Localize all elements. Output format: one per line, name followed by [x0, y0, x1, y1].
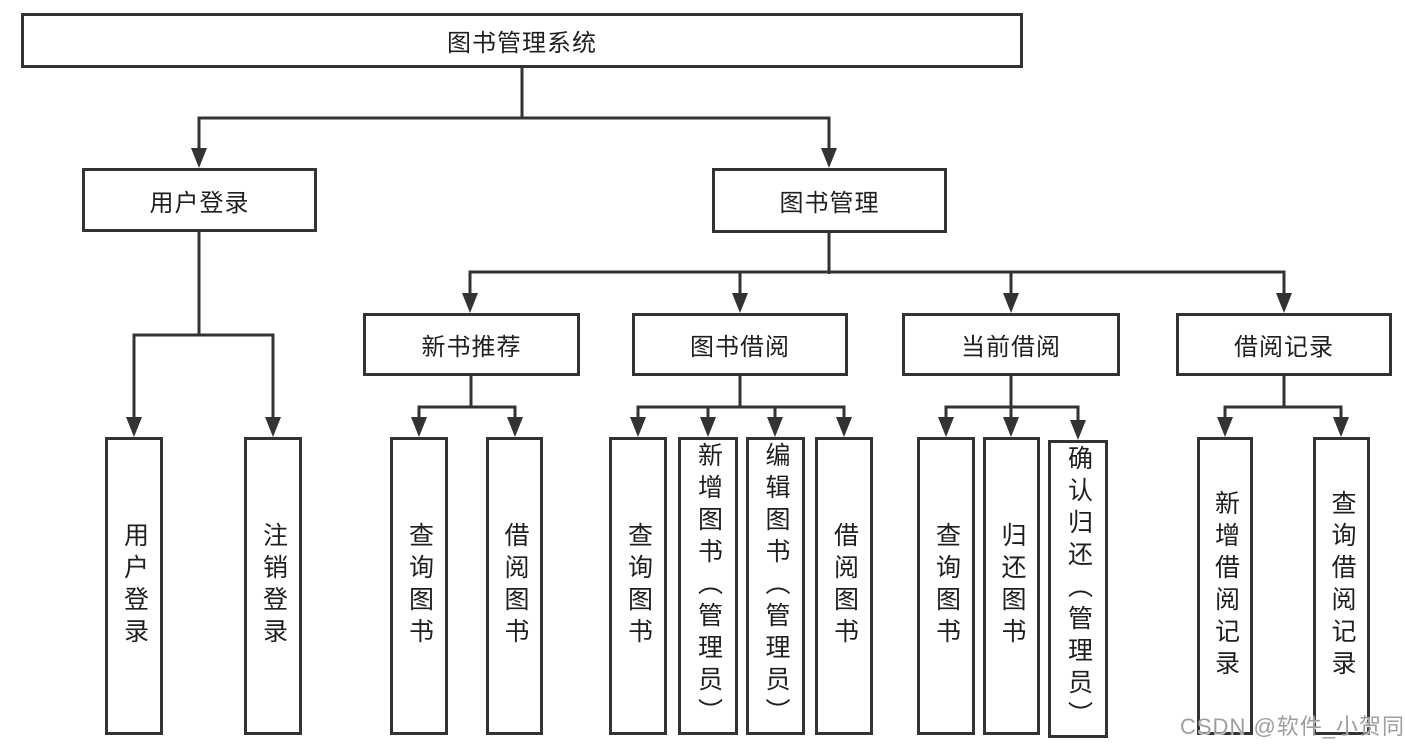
leaf-logout: 注销登录 [244, 437, 302, 735]
arrowhead [411, 417, 427, 437]
watermark: CSDN @软件_小贺同学 [1180, 714, 1405, 739]
arrowhead [265, 417, 281, 437]
node-label: 图书管理 [779, 190, 880, 217]
leaf-label: 归还图书 [998, 522, 1026, 650]
leaf-query-books-borrow: 查询图书 [609, 437, 667, 735]
leaf-confirm-return-admin: 确认归还（管理员） [1048, 440, 1108, 738]
arrowhead [1276, 293, 1292, 313]
leaf-return-books: 归还图书 [983, 437, 1040, 735]
arrowhead [1003, 417, 1019, 437]
arrowhead [836, 417, 852, 437]
leaf-add-borrow-record: 新增借阅记录 [1197, 437, 1253, 735]
leaf-query-books-recommend: 查询图书 [390, 437, 448, 735]
arrowhead [767, 417, 783, 437]
node-current-borrow: 当前借阅 [902, 313, 1120, 376]
leaf-label: 查询图书 [405, 522, 434, 650]
leaf-label: 查询图书 [624, 522, 653, 650]
node-new-book-recommend: 新书推荐 [363, 313, 580, 376]
leaf-label: 借阅图书 [501, 522, 529, 650]
connector-bookborrow-branch [636, 405, 846, 419]
arrowhead [462, 293, 478, 313]
node-label: 用户登录 [149, 189, 250, 217]
leaf-query-books-current: 查询图书 [917, 437, 975, 735]
arrowhead [630, 417, 646, 437]
leaf-edit-books-admin: 编辑图书（管理员） [746, 437, 805, 735]
leaf-label: 借阅图书 [830, 522, 859, 650]
node-label: 借阅记录 [1234, 334, 1334, 361]
arrowhead [1333, 417, 1349, 437]
arrowhead [700, 417, 716, 437]
leaf-user-login: 用户登录 [105, 437, 163, 735]
arrowhead [507, 417, 523, 437]
node-label: 图书借阅 [690, 334, 790, 361]
node-book-management: 图书管理 [712, 168, 947, 233]
node-book-borrow: 图书借阅 [632, 313, 848, 376]
arrowhead [732, 293, 748, 313]
connector-records-branch [1223, 405, 1343, 419]
leaf-label: 查询图书 [932, 522, 961, 650]
leaf-borrow-books: 借阅图书 [815, 437, 873, 735]
leaf-query-borrow-record: 查询借阅记录 [1313, 437, 1370, 735]
leaf-label: 查询借阅记录 [1328, 490, 1356, 682]
node-label: 当前借阅 [961, 334, 1061, 361]
leaf-label: 编辑图书（管理员） [762, 442, 790, 730]
leaf-label: 确认归还（管理员） [1064, 445, 1093, 733]
arrowhead [1217, 417, 1233, 437]
node-borrow-records: 借阅记录 [1176, 313, 1392, 376]
leaf-borrow-books-recommend: 借阅图书 [486, 437, 543, 735]
leaf-label: 用户登录 [120, 522, 149, 650]
arrowhead [1070, 420, 1086, 440]
connector-userlogin-branch [132, 333, 275, 419]
leaf-label: 注销登录 [259, 522, 288, 650]
node-user-login: 用户登录 [82, 168, 317, 232]
arrowhead [191, 148, 207, 168]
node-label: 新书推荐 [421, 334, 522, 361]
arrowhead [1003, 293, 1019, 313]
node-label: 图书管理系统 [447, 30, 597, 57]
arrowhead [126, 417, 142, 437]
leaf-label: 新增图书（管理员） [694, 442, 723, 730]
arrowhead [821, 148, 837, 168]
connector-level2-branch [197, 116, 831, 150]
connector-recommend-branch [417, 405, 517, 419]
leaf-add-books-admin: 新增图书（管理员） [678, 437, 738, 735]
leaf-label: 新增借阅记录 [1211, 490, 1240, 682]
connector-level3-branch [468, 270, 1286, 295]
arrowhead [938, 417, 954, 437]
node-library-management-system: 图书管理系统 [21, 13, 1023, 68]
